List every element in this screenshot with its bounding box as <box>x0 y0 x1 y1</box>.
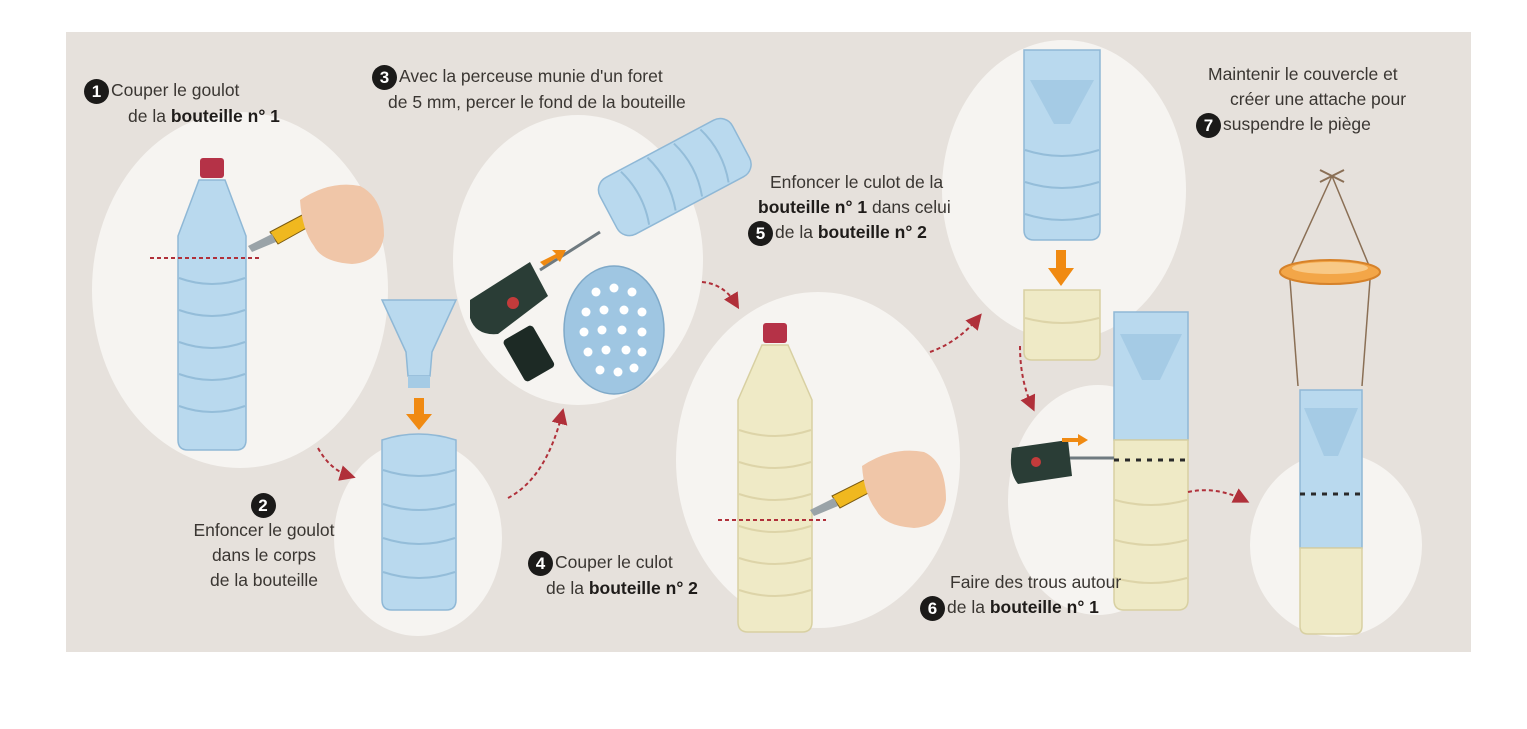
step-1-line-1: Couper le goulot <box>111 80 240 100</box>
orange-arrow-step-5 <box>1048 250 1074 286</box>
step-6-line-1: Faire des trous autour <box>950 572 1122 592</box>
caption-step-5: Enfoncer le culot de la bouteille n° 1 d… <box>748 170 951 246</box>
step-5-line-3-text: de la <box>775 222 818 242</box>
step-3-line-1: Avec la perceuse munie d'un foret <box>399 66 663 86</box>
step-number-6: 6 <box>920 595 945 621</box>
bottle-tilted-step-3 <box>597 117 752 237</box>
step-number-7: 7 <box>1196 112 1221 138</box>
step-7-line-1: Maintenir le couvercle et <box>1208 64 1398 84</box>
hand-cutter-4 <box>810 450 946 528</box>
bottle-2-full <box>718 323 826 633</box>
bottle-base-step-5 <box>1023 289 1101 361</box>
hanging-trap-step-7 <box>1279 169 1381 635</box>
step-2-line-1: Enfoncer le goulot <box>193 519 335 540</box>
bottle-body-step-2 <box>381 433 457 611</box>
caption-step-2: 2 Enfoncer le goulot dans le corps de la… <box>164 492 364 593</box>
step-5-line-2-bold: bouteille n° 1 <box>758 197 868 217</box>
step-6-line-2-text: de la <box>947 597 990 617</box>
step-1-line-2-bold: bouteille n° 1 <box>170 105 280 126</box>
step-6-line-2-bold: bouteille n° 1 <box>989 597 1099 617</box>
hand-cutter-1 <box>248 184 384 264</box>
step-2-line-3: de la bouteille <box>210 569 318 590</box>
step-number-5: 5 <box>748 220 773 246</box>
assembled-bottle-step-6 <box>1113 311 1189 611</box>
step-number-2: 2 <box>250 492 276 518</box>
orange-arrow-step-2 <box>406 398 432 430</box>
bottle-inverted-step-5 <box>1023 49 1101 241</box>
funnel-step-2 <box>380 299 458 388</box>
step-5-line-3-bold: bouteille n° 2 <box>817 222 927 242</box>
step-2-line-2: dans le corps <box>211 544 317 565</box>
step-3-line-2: de 5 mm, percer le fond de la bouteille <box>388 91 686 112</box>
step-4-line-2-text: de la <box>546 577 589 598</box>
step-4-line-1: Couper le culot <box>555 552 673 572</box>
step-7-line-3: suspendre le piège <box>1223 114 1371 134</box>
step-4-line-2-bold: bouteille n° 2 <box>588 577 698 598</box>
step-number-4: 4 <box>528 550 553 576</box>
step-number-1: 1 <box>84 78 109 104</box>
drill-step-6 <box>1010 434 1114 484</box>
bottle-1-full <box>150 158 260 451</box>
flow-arrows <box>317 281 1250 503</box>
arrow-2-to-3 <box>507 408 568 499</box>
step-7-line-2: créer une attache pour <box>1230 89 1407 109</box>
step-number-3: 3 <box>372 64 397 90</box>
arrow-6-to-7 <box>1187 488 1250 503</box>
arrow-4-to-5 <box>929 313 982 353</box>
drill-step-3 <box>470 230 601 382</box>
pierced-bottom-step-3 <box>563 265 665 395</box>
caption-step-7: Maintenir le couvercle et créer une atta… <box>1196 62 1406 138</box>
arrow-3-to-4 <box>701 281 740 310</box>
step-1-line-2-text: de la <box>128 105 171 126</box>
arrow-5-to-6 <box>1019 345 1036 412</box>
arrow-1-to-2 <box>317 447 356 481</box>
step-5-line-2-text: dans celui <box>867 197 951 217</box>
step-5-line-1: Enfoncer le culot de la <box>770 172 944 192</box>
